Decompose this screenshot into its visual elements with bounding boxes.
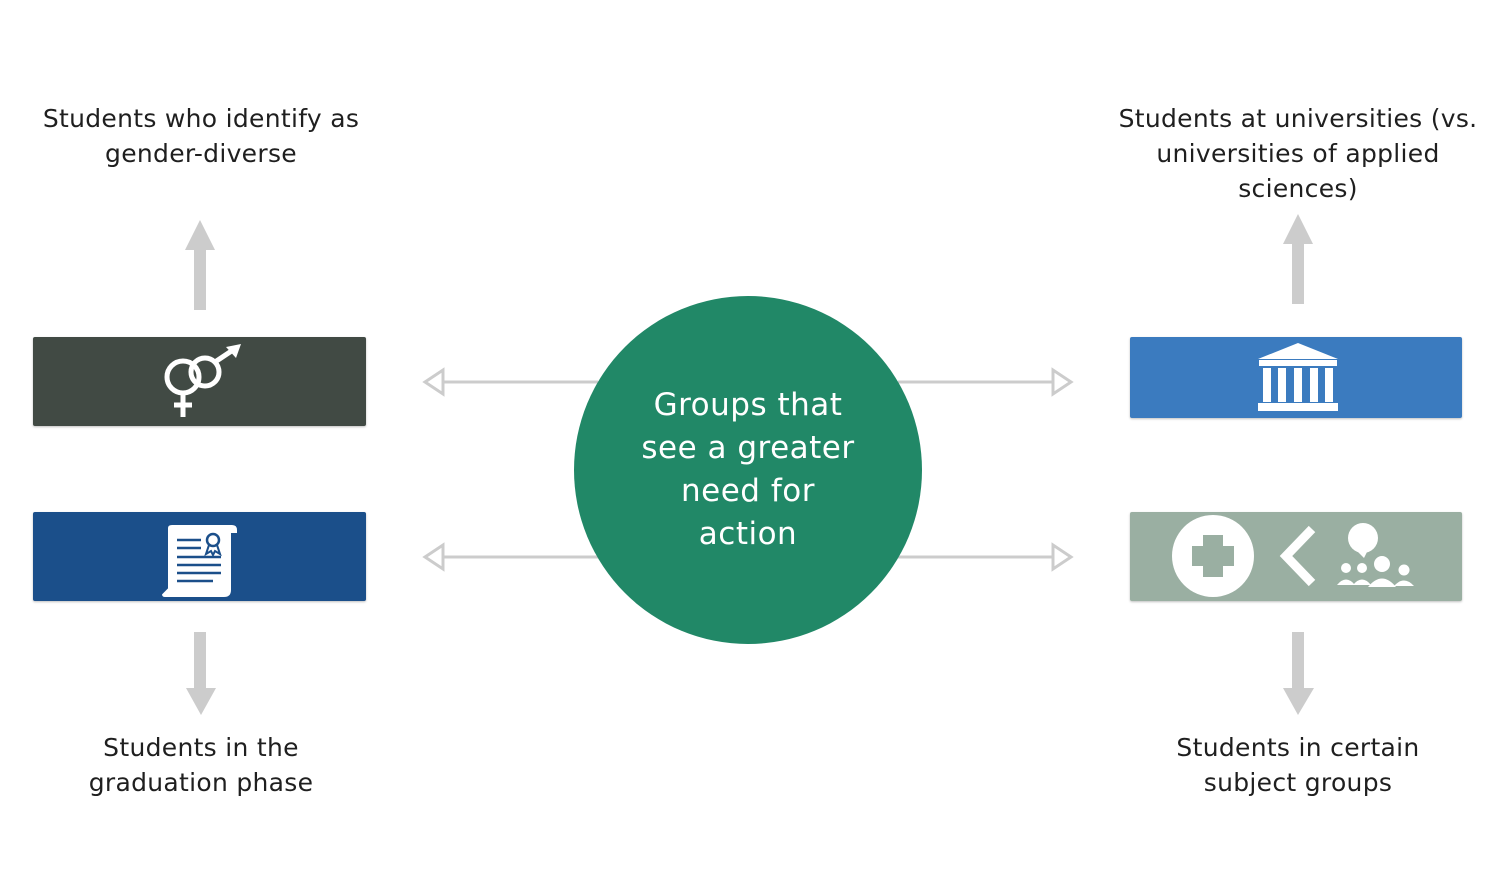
center-text: Groups that see a greater need for actio… bbox=[641, 387, 855, 552]
arrowhead-right-bottom bbox=[1051, 542, 1074, 572]
label-graduation-phase: Students in the graduation phase bbox=[88, 733, 314, 797]
arrow-down-subjects bbox=[1283, 632, 1314, 715]
subjects-box bbox=[1130, 512, 1462, 601]
medicine-vs-social-groups-icon bbox=[1172, 515, 1414, 597]
universities-box bbox=[1130, 337, 1462, 418]
graduation-box bbox=[33, 512, 366, 601]
university-building-icon bbox=[1258, 343, 1338, 411]
label-gender-diverse: Students who identify as gender-diverse bbox=[42, 104, 360, 168]
arrow-up-gender bbox=[185, 220, 215, 310]
arrowhead-left-bottom bbox=[422, 542, 445, 572]
certificate-scroll-icon bbox=[159, 523, 239, 599]
arrowhead-right-top bbox=[1051, 367, 1074, 397]
arrow-down-graduation bbox=[186, 632, 216, 715]
arrow-up-universities bbox=[1283, 214, 1313, 304]
gender-symbols-icon bbox=[164, 344, 241, 417]
center-circle: Groups that see a greater need for actio… bbox=[574, 296, 922, 644]
label-subject-groups: Students in certain subject groups bbox=[1176, 733, 1420, 797]
gender-box bbox=[33, 337, 366, 426]
arrowhead-left-top bbox=[422, 367, 445, 397]
label-universities: Students at universities (vs. universiti… bbox=[1118, 104, 1478, 203]
